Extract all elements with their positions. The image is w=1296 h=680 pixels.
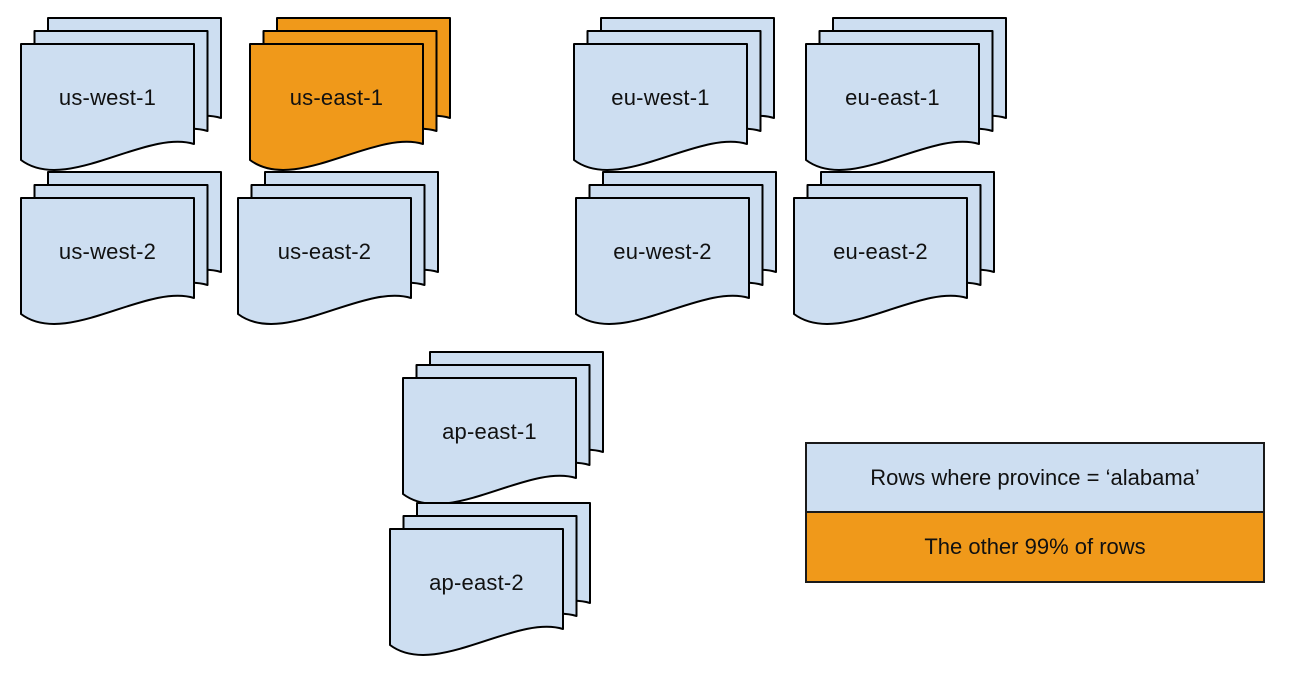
document-stack-icon <box>805 17 1007 171</box>
legend-item-other-rows: The other 99% of rows <box>807 513 1263 581</box>
document-stack-icon <box>20 171 222 325</box>
document-stack-icon <box>20 17 222 171</box>
document-stack-icon <box>402 351 604 505</box>
document-stack-icon <box>249 17 451 171</box>
document-stack-icon <box>573 17 775 171</box>
legend: Rows where province = ‘alabama’ The othe… <box>805 442 1265 583</box>
legend-item-label: The other 99% of rows <box>924 534 1146 559</box>
document-stack-icon <box>389 502 591 656</box>
region-stack-us-west-1: us-west-1 <box>20 17 226 179</box>
region-stack-eu-east-2: eu-east-2 <box>793 171 999 333</box>
region-stack-ap-east-2: ap-east-2 <box>389 502 595 664</box>
region-stack-eu-east-1: eu-east-1 <box>805 17 1011 179</box>
legend-item-province-rows: Rows where province = ‘alabama’ <box>807 444 1263 514</box>
region-stack-us-east-2: us-east-2 <box>237 171 443 333</box>
region-stack-ap-east-1: ap-east-1 <box>402 351 608 513</box>
document-stack-icon <box>793 171 995 325</box>
region-stack-eu-west-1: eu-west-1 <box>573 17 779 179</box>
region-stack-us-east-1: us-east-1 <box>249 17 455 179</box>
document-stack-icon <box>575 171 777 325</box>
legend-item-label: Rows where province = ‘alabama’ <box>870 464 1200 490</box>
region-stack-us-west-2: us-west-2 <box>20 171 226 333</box>
region-stack-eu-west-2: eu-west-2 <box>575 171 781 333</box>
document-stack-icon <box>237 171 439 325</box>
